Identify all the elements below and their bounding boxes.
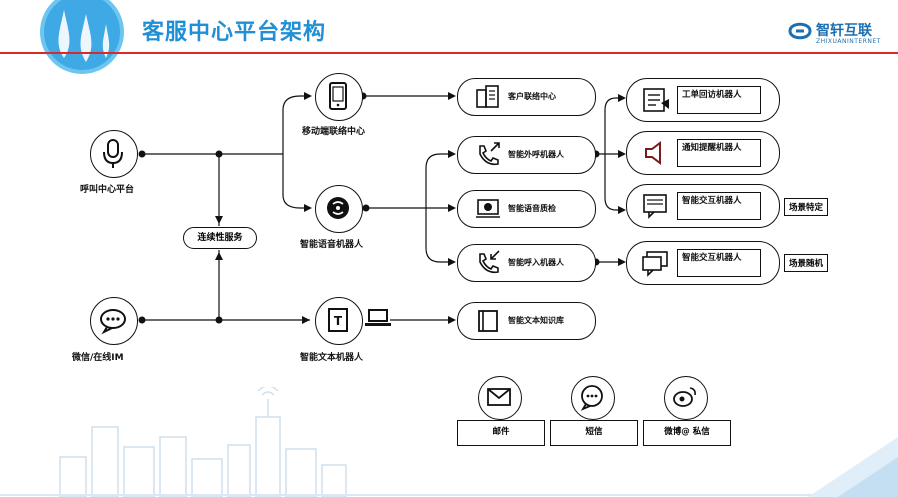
weibo-icon <box>673 387 696 407</box>
wechat-im-node[interactable] <box>90 297 138 345</box>
skyline-decoration <box>0 387 898 497</box>
brand-subtitle: ZHIXUANINTERNET <box>816 38 881 45</box>
weibo-circle[interactable] <box>664 376 708 420</box>
inbound-robot-label: 智能呼入机器人 <box>508 258 564 267</box>
text-robot-node[interactable]: T <box>315 297 363 345</box>
outbound-call-icon <box>479 142 500 166</box>
text-document-icon: T <box>328 308 348 332</box>
voice-qc-label: 智能语音质检 <box>508 204 556 213</box>
ticket-icon <box>643 88 669 112</box>
chat-window-icon <box>642 251 668 277</box>
scene-random-label: 场景随机 <box>784 254 829 272</box>
corner-decoration <box>808 437 898 497</box>
wechat-im-label: 微信/在线IM <box>72 353 124 363</box>
voice-robot-icon <box>327 197 349 219</box>
book-icon <box>478 310 498 332</box>
notify-robot-label: 通知提醒机器人 <box>677 139 761 167</box>
scene-specific-label: 场景特定 <box>784 198 829 216</box>
inbound-call-icon <box>479 250 500 274</box>
brand-name: 智轩互联 <box>816 23 872 39</box>
chat-window-icon <box>643 194 667 219</box>
svg-text:T: T <box>334 314 343 328</box>
interactive-robot-2-label: 智能交互机器人 <box>677 249 761 277</box>
speaker-icon <box>645 141 661 165</box>
notify-robot-pill[interactable]: 通知提醒机器人 <box>626 131 780 175</box>
page-title: 客服中心平台架构 <box>142 20 327 45</box>
voice-qc-pill[interactable]: 智能语音质检 <box>457 190 596 228</box>
microphone-icon <box>103 139 123 168</box>
call-center-label: 呼叫中心平台 <box>80 185 135 195</box>
envelope-icon <box>487 388 511 406</box>
voice-robot-label: 智能语音机器人 <box>300 240 364 250</box>
inbound-robot-pill[interactable]: 智能呼入机器人 <box>457 244 596 282</box>
text-kb-pill[interactable]: 智能文本知识库 <box>457 302 596 340</box>
title-rule <box>0 52 898 54</box>
sms-box[interactable]: 短信 <box>550 420 638 446</box>
interactive-robot-2-pill[interactable]: 智能交互机器人 <box>626 241 780 285</box>
email-circle[interactable] <box>478 376 522 420</box>
mobile-contact-node[interactable] <box>315 73 363 121</box>
customer-contact-label: 客户联络中心 <box>508 92 556 101</box>
outbound-robot-pill[interactable]: 智能外呼机器人 <box>457 136 596 174</box>
text-kb-label: 智能文本知识库 <box>508 316 564 325</box>
ticket-callback-label: 工单回访机器人 <box>677 86 761 114</box>
sms-bubble-icon <box>580 385 603 411</box>
email-box[interactable]: 邮件 <box>457 420 545 446</box>
sms-circle[interactable] <box>571 376 615 420</box>
weibo-box[interactable]: 微博@ 私信 <box>643 420 731 446</box>
continuity-service[interactable]: 连续性服务 <box>183 227 257 249</box>
quality-check-icon <box>476 199 500 218</box>
ticket-callback-pill[interactable]: 工单回访机器人 <box>626 78 780 122</box>
outbound-robot-label: 智能外呼机器人 <box>508 150 564 159</box>
building-icon <box>476 85 499 108</box>
voice-robot-node[interactable] <box>315 185 363 233</box>
chat-bubble-icon <box>100 309 126 335</box>
text-robot-label: 智能文本机器人 <box>300 353 364 363</box>
brand-logo-icon <box>786 18 814 48</box>
mobile-contact-label: 移动端联络中心 <box>302 127 366 137</box>
customer-contact-pill[interactable]: 客户联络中心 <box>457 78 596 116</box>
call-center-node[interactable] <box>90 130 138 178</box>
laptop-icon <box>364 307 392 333</box>
interactive-robot-1-label: 智能交互机器人 <box>677 192 761 220</box>
mobile-phone-icon <box>329 82 347 110</box>
interactive-robot-1-pill[interactable]: 智能交互机器人 <box>626 184 780 228</box>
